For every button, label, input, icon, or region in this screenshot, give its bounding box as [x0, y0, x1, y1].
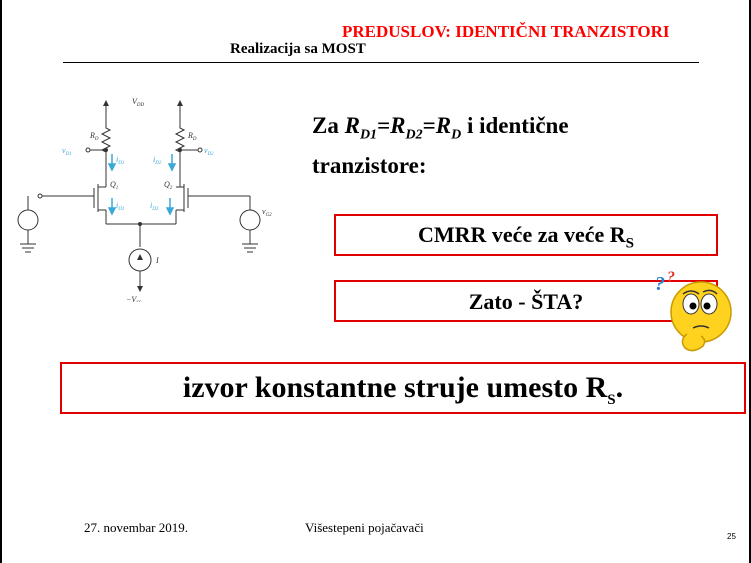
q2-label: Q2 [164, 180, 173, 191]
id1-top-label: iD1 [116, 155, 124, 166]
page-number: 25 [727, 532, 736, 541]
vd2-label: vD2 [204, 146, 214, 157]
footer-date: 27. novembar 2019. [84, 520, 188, 535]
title-rule [63, 62, 699, 63]
vdd-label: VDD [132, 97, 145, 108]
slide-frame-right [749, 0, 751, 563]
slide-title: PREDUSLOV: IDENTIČNI TRANZISTORI [342, 22, 670, 41]
q1-label: Q1 [110, 180, 118, 191]
id2-top-label: iD2 [153, 155, 162, 166]
thinking-face-icon: ? ? [655, 269, 732, 352]
slide-subtitle: Realizacija sa MOST [230, 41, 366, 57]
constant-current-box: izvor konstantne struje umesto RS. [60, 362, 746, 414]
vg2-label: vG2 [262, 207, 272, 218]
svg-text:?: ? [667, 269, 675, 286]
vss-label: −VSS [126, 295, 142, 302]
differential-pair-circuit: VDD RD RD vD1 vD2 iD1 iD2 Q1 Q2 iD1 iD2 … [17, 97, 272, 302]
question-box: Zato - ŠTA? [334, 280, 718, 322]
cmrr-box: CMRR veće za veće RS [334, 214, 718, 256]
id2-bottom-label: iD2 [150, 201, 159, 212]
footer-course-title: Višestepeni pojačavači [305, 520, 424, 535]
id1-bottom-label: iD1 [116, 201, 124, 212]
vd1-label: vD1 [62, 146, 72, 157]
current-source-label: I [155, 256, 159, 265]
svg-text:?: ? [655, 273, 665, 295]
slide-frame-left [0, 0, 2, 563]
rd-right-label: RD [187, 131, 197, 142]
rd-left-label: RD [89, 131, 99, 142]
condition-heading: Za RD1=RD2=RD i identične tranzistore: [312, 113, 569, 178]
